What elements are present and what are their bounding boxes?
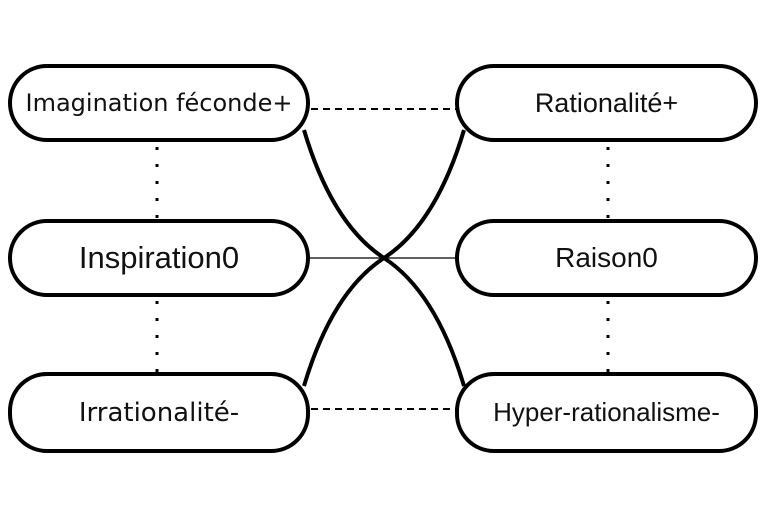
node-label: Irrationalité- <box>78 397 240 428</box>
node-label: Hyper-rationalisme- <box>493 397 720 427</box>
node-irrationalite: Irrationalité- <box>8 372 310 453</box>
node-label: Rationalité+ <box>534 87 679 118</box>
node-label: Inspiration0 <box>78 240 240 275</box>
node-label: Imagination féconde+ <box>25 89 293 117</box>
node-rationalite: Rationalité+ <box>455 64 758 142</box>
node-raison: Raison0 <box>455 219 758 297</box>
node-imagination-feconde: Imagination féconde+ <box>8 64 310 142</box>
node-inspiration: Inspiration0 <box>8 219 310 297</box>
node-label: Raison0 <box>555 242 658 273</box>
node-hyper-rationalisme: Hyper-rationalisme- <box>455 372 758 453</box>
